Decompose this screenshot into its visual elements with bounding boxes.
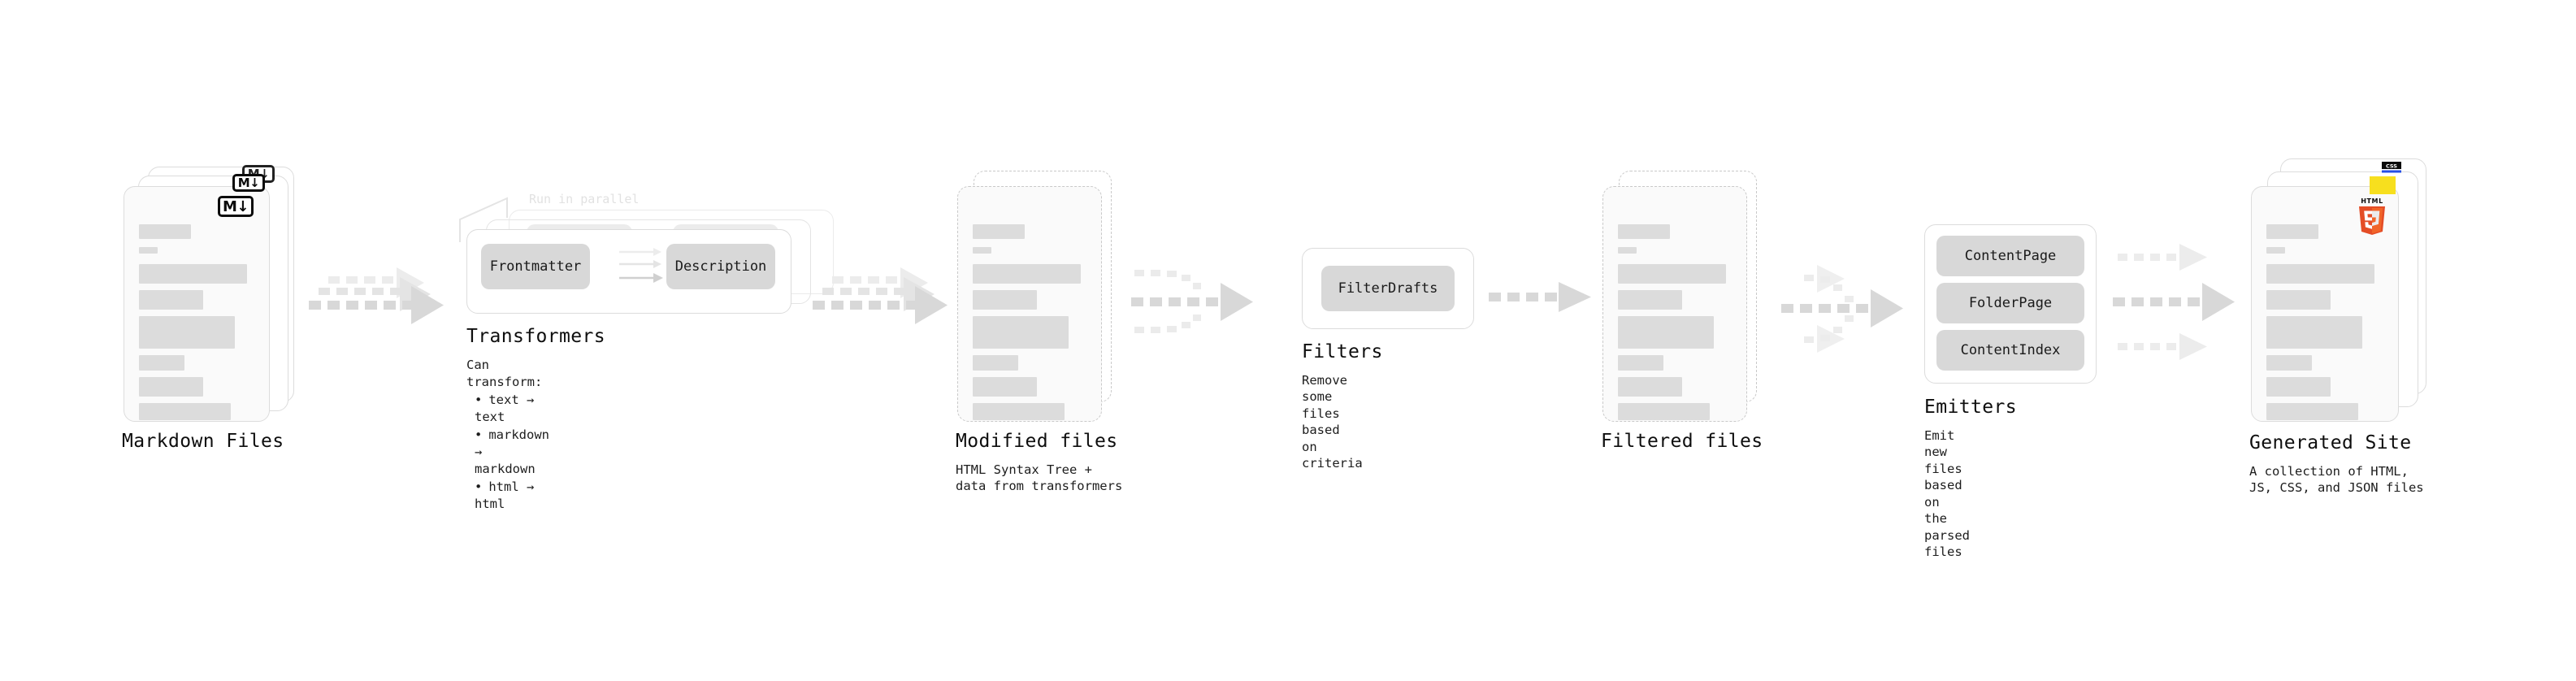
skeleton-bar xyxy=(973,403,1065,420)
arrow-markdown-to-transformers xyxy=(309,267,444,324)
skeleton-bar xyxy=(973,290,1037,310)
skeleton-bar xyxy=(2266,403,2358,420)
stage-subtitle-emitters: Emit new files based on the parsed files xyxy=(1924,428,1970,560)
transformers-bullets-lead: Can transform: xyxy=(466,358,543,390)
skeleton-bar xyxy=(139,224,191,239)
transformers-bullets: Can transform: text → text markdown → ma… xyxy=(466,357,549,513)
run-in-parallel-note: Run in parallel xyxy=(529,192,640,206)
modified-card-front xyxy=(957,186,1102,422)
skeleton-bar xyxy=(973,377,1037,397)
skeleton-bar xyxy=(1618,290,1682,310)
skeleton-bar xyxy=(1618,403,1710,420)
html5-icon: HTML xyxy=(2359,197,2385,235)
markdown-card-front xyxy=(124,186,270,422)
skeleton-bar xyxy=(1618,355,1663,371)
generated-card-stack: CSS HTML xyxy=(2251,158,2430,427)
modified-card-stack xyxy=(957,167,1128,427)
skeleton-bar xyxy=(1618,224,1670,239)
transformers-chip-frontmatter[interactable]: Frontmatter xyxy=(481,244,590,289)
skeleton-bar xyxy=(1618,264,1726,284)
emitters-chip-contentindex[interactable]: ContentIndex xyxy=(1936,330,2084,371)
emitters-chip-contentpage[interactable]: ContentPage xyxy=(1936,236,2084,276)
stage-title-filters: Filters xyxy=(1302,341,1383,362)
skeleton-bar xyxy=(2266,247,2285,254)
skeleton-bar xyxy=(973,316,1069,349)
skeleton-bar xyxy=(139,264,247,284)
filters-chip-filterdrafts[interactable]: FilterDrafts xyxy=(1321,266,1455,311)
markdown-badge-back-1: M↓ xyxy=(232,174,265,192)
stage-title-transformers: Transformers xyxy=(466,326,605,347)
skeleton-bar xyxy=(1618,316,1714,349)
svg-text:HTML: HTML xyxy=(2361,197,2383,205)
stage-modified-files: Modified files HTML Syntax Tree + data f… xyxy=(956,167,1128,493)
stage-subtitle-generated-site: A collection of HTML, JS, CSS, and JSON … xyxy=(2249,464,2424,496)
filtered-card-front xyxy=(1602,186,1747,422)
stage-title-emitters: Emitters xyxy=(1924,397,2017,418)
transformers-bullet-item: html → html xyxy=(475,479,549,514)
parallel-leader-line xyxy=(459,197,508,242)
skeleton-bar xyxy=(973,264,1081,284)
stage-subtitle-filters: Remove some files based on criteria xyxy=(1302,373,1363,471)
skeleton-bar xyxy=(2266,316,2362,349)
arrow-emitters-to-generated-site xyxy=(2113,244,2235,360)
skeleton-bar xyxy=(973,247,991,254)
skeleton-bar xyxy=(2266,224,2318,239)
transformers-chip-description[interactable]: Description xyxy=(666,244,775,289)
stage-title-markdown-files: Markdown Files xyxy=(122,431,284,452)
arrow-transformers-to-modified-files xyxy=(813,267,948,324)
svg-text:CSS: CSS xyxy=(2386,163,2397,170)
skeleton-bar xyxy=(973,224,1025,239)
stage-title-generated-site: Generated Site xyxy=(2249,432,2412,453)
stage-title-filtered-files: Filtered files xyxy=(1601,431,1763,452)
skeleton-bar xyxy=(1618,247,1637,254)
skeleton-bar xyxy=(139,403,231,420)
markdown-badge-front: M↓ xyxy=(218,196,254,217)
transformers-inner-arrows xyxy=(619,248,663,283)
stage-markdown-files: M↓ M↓ M↓ Markdown Files xyxy=(122,165,294,452)
skeleton-bar xyxy=(139,355,184,371)
skeleton-bar xyxy=(139,290,203,310)
filtered-card-stack xyxy=(1602,167,1773,427)
skeleton-bar xyxy=(2266,377,2331,397)
markdown-card-stack: M↓ M↓ M↓ xyxy=(124,165,294,427)
stage-subtitle-modified-files: HTML Syntax Tree + data from transformer… xyxy=(956,462,1123,494)
skeleton-bar xyxy=(2266,355,2312,371)
skeleton-bar xyxy=(2266,290,2331,310)
skeleton-bar xyxy=(139,247,158,254)
skeleton-bar xyxy=(2266,264,2374,284)
css3-icon: CSS xyxy=(2382,162,2401,173)
javascript-icon xyxy=(2370,176,2396,194)
arrow-filters-to-filtered-files xyxy=(1489,282,1591,312)
stage-title-modified-files: Modified files xyxy=(956,431,1118,452)
stage-generated-site: CSS HTML Generated Site A collection of … xyxy=(2249,158,2430,495)
skeleton-bar xyxy=(1618,377,1682,397)
transformers-bullet-item: text → text xyxy=(475,392,549,427)
skeleton-bar xyxy=(139,377,203,397)
arrow-modified-files-to-filters xyxy=(1131,270,1253,333)
arrow-filtered-files-to-emitters xyxy=(1781,265,1903,353)
emitters-chip-folderpage[interactable]: FolderPage xyxy=(1936,283,2084,323)
stage-filtered-files: Filtered files xyxy=(1601,167,1773,452)
generated-card-front xyxy=(2251,186,2399,422)
skeleton-bar xyxy=(139,316,235,349)
transformers-bullet-item: markdown → markdown xyxy=(475,427,549,479)
skeleton-bar xyxy=(973,355,1018,371)
